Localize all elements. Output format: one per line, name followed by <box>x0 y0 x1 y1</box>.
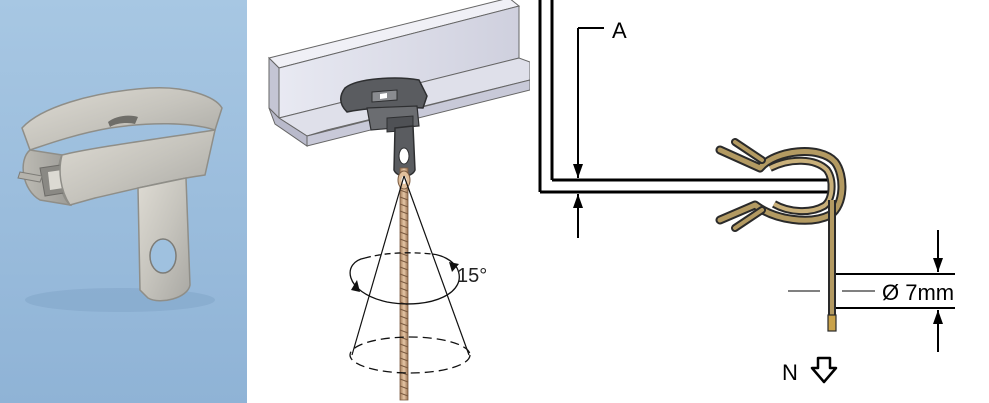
isometric-illustration: 15° <box>268 0 530 401</box>
rod-thread-mark <box>399 385 409 390</box>
clip-tooth <box>17 171 43 183</box>
rod-thread-mark <box>399 392 409 397</box>
rod-thread-mark <box>399 259 409 264</box>
rod-thread-mark <box>399 350 409 355</box>
load-n-label: N <box>782 360 798 385</box>
rod-thread-mark <box>399 364 409 369</box>
rod-thread-mark <box>399 308 409 313</box>
clip-tab-hole <box>149 238 177 274</box>
rod-thread-mark <box>399 203 409 208</box>
dim-a-label: A <box>612 18 627 43</box>
rotation-ellipse-front <box>349 253 460 305</box>
rod-thread-mark <box>399 196 409 201</box>
rod-thread-mark <box>399 189 409 194</box>
rod-thread-mark <box>399 343 409 348</box>
dim-diameter-label: Ø 7mm <box>882 280 954 305</box>
rod-thread-mark <box>399 224 409 229</box>
dimension-illustration: A Ø 7mm <box>538 0 955 385</box>
dim-a-arrow-top <box>573 164 583 178</box>
iso-clip-slot-hole <box>380 93 387 99</box>
dimension-drawing-panel: A Ø 7mm <box>530 0 989 403</box>
rotation-arrowhead-left <box>351 280 360 292</box>
cone-left-line <box>351 175 405 356</box>
rod-thread-mark <box>399 287 409 292</box>
rod-thread-mark <box>399 294 409 299</box>
rod-thread-mark <box>399 280 409 285</box>
rod-thread-mark <box>399 315 409 320</box>
rod-thread-mark <box>399 322 409 327</box>
rod-thread-mark <box>399 329 409 334</box>
dim-dia-arrow-bottom <box>933 310 943 324</box>
dim-a-arrow-bottom <box>573 194 583 208</box>
photo-background <box>0 0 247 403</box>
rod-thread-mark <box>399 217 409 222</box>
rotation-arrowhead-right <box>449 262 459 272</box>
rod-thread-mark <box>399 245 409 250</box>
clip-photo-illustration <box>0 0 247 403</box>
rod-thread-mark <box>399 357 409 362</box>
isometric-drawing-panel: 15° <box>247 0 530 403</box>
iso-clip-tab-hole <box>398 147 410 165</box>
rod-thread-mark <box>399 273 409 278</box>
rod-thread-mark <box>399 210 409 215</box>
clip-wire <box>715 138 847 332</box>
rod-thread-mark <box>399 378 409 383</box>
product-photo-panel <box>0 0 247 403</box>
swing-angle-label: 15° <box>457 265 487 287</box>
cone-right-line <box>403 175 470 356</box>
beam-front-edge <box>306 79 530 147</box>
cone-base-ellipse <box>349 336 471 374</box>
down-arrow-icon <box>810 356 838 384</box>
rod-thread-mark <box>399 238 409 243</box>
dim-dia-arrow-top <box>933 258 943 272</box>
rod-thread-mark <box>399 266 409 271</box>
rod-thread-mark <box>399 231 409 236</box>
clip-slot <box>108 115 138 127</box>
rotation-ellipse-back <box>364 252 433 259</box>
rod-thread-mark <box>399 252 409 257</box>
